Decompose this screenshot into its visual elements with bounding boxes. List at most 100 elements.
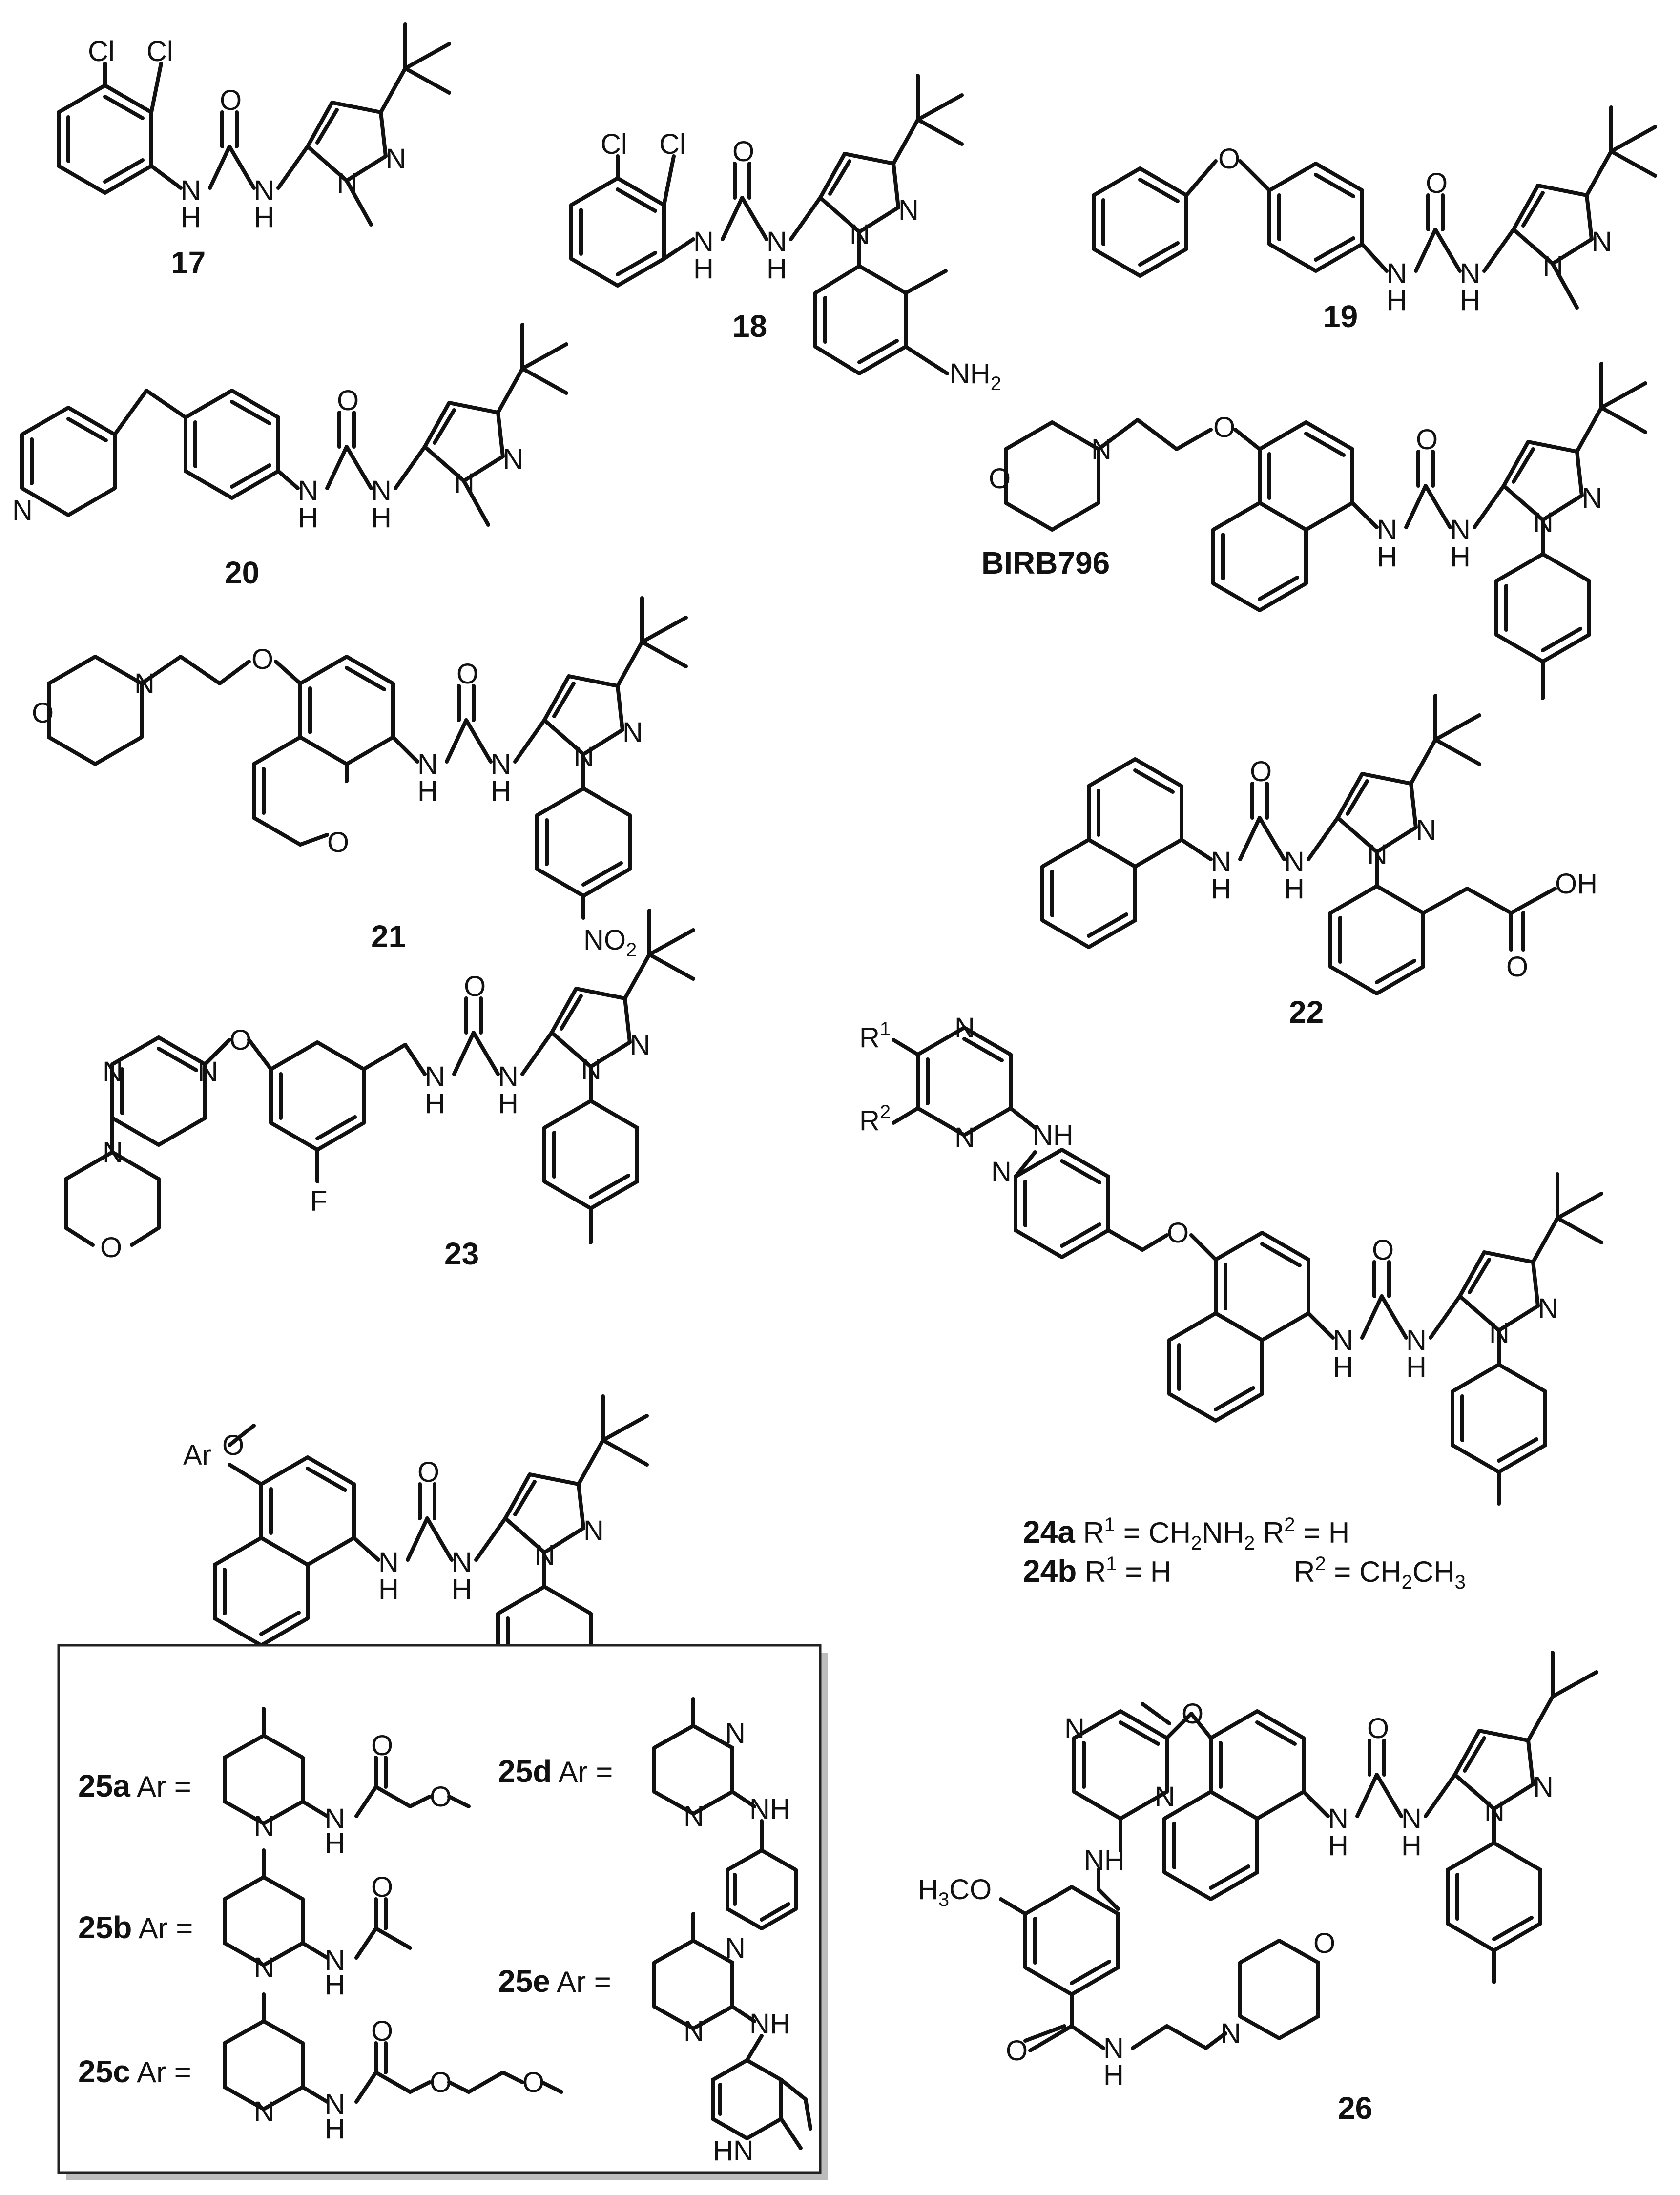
oxygen-label: O xyxy=(229,1024,251,1056)
oxygen-label: O xyxy=(1313,1927,1335,1959)
nitrogen-label: N xyxy=(954,1012,975,1044)
label-25c: 25c Ar = xyxy=(78,2054,191,2089)
oxygen-label: O xyxy=(989,463,1011,495)
nitrogen-label: N xyxy=(325,1803,345,1835)
nitrogen-label: N xyxy=(378,1547,399,1578)
nitrogen-label: N xyxy=(1592,226,1612,258)
oxygen-label: O xyxy=(220,84,242,116)
nitrogen-label: N xyxy=(1450,514,1471,546)
nitrogen-label: N xyxy=(452,1547,472,1578)
nitrogen-label: N xyxy=(1377,514,1397,546)
hydrogen-label: H xyxy=(1401,1830,1422,1862)
nitrogen-label: N xyxy=(498,1061,519,1093)
nitrogen-label: N xyxy=(491,748,511,780)
nitrogen-label: N xyxy=(103,1137,123,1168)
oxygen-label: O xyxy=(1218,143,1240,175)
nitrogen-label: N xyxy=(298,475,318,507)
hydrogen-label: H xyxy=(1460,285,1480,316)
hydrogen-label: H xyxy=(425,1088,445,1119)
compound-label: 26 xyxy=(1338,2091,1372,2126)
hydrogen-label: H xyxy=(325,1969,345,2001)
compound-22: N H O N H N N OH O 22 xyxy=(1040,694,1597,1030)
nitrogen-label: N xyxy=(1155,1781,1175,1813)
oxygen-label: O xyxy=(1416,424,1438,456)
hydrogen-label: H xyxy=(498,1088,519,1119)
compound-label: 20 xyxy=(225,555,259,590)
amine-label: NH xyxy=(749,1793,790,1825)
compound-20: N N H O N H N N 20 xyxy=(12,323,568,590)
hydrogen-label: H xyxy=(325,2113,345,2145)
nitrogen-label: N xyxy=(503,443,523,475)
nitrogen-label: N xyxy=(1221,2018,1241,2050)
oxygen-label: O xyxy=(327,827,349,858)
oxygen-label: O xyxy=(222,1429,244,1461)
oxygen-label: O xyxy=(1372,1234,1394,1266)
amine-label: NH xyxy=(1084,1844,1125,1876)
hydrogen-label: H xyxy=(452,1574,472,1605)
methoxy-label: H3CO xyxy=(918,1874,992,1910)
nitrogen-label: N xyxy=(630,1029,650,1061)
ar-substituent-box: 25a Ar = N N H O O 25b Ar = N N H O 25c … xyxy=(57,1644,828,2180)
compound-26: N N O NH N H O N H N N H3CO O N H N O 26 xyxy=(918,1651,1598,2126)
oxygen-label: O xyxy=(371,1871,393,1903)
amine-label: NH2 xyxy=(950,358,1001,394)
oxygen-label: O xyxy=(1167,1217,1189,1249)
compound-24a-substituents: 24a R1 = CH2NH2 R2 = H xyxy=(1023,1514,1349,1554)
nitrogen-label: N xyxy=(1416,814,1436,846)
oxygen-label: O xyxy=(337,385,359,416)
hydrogen-label: H xyxy=(1377,541,1397,573)
compound-label: 21 xyxy=(371,919,406,954)
nitrogen-label: N xyxy=(1328,1803,1348,1835)
amine-label: NH xyxy=(1033,1119,1074,1151)
nitrogen-label: N xyxy=(684,2015,704,2047)
compound-label: 19 xyxy=(1323,299,1358,334)
oxygen-label: O xyxy=(1506,951,1528,983)
nitrogen-label: N xyxy=(725,1932,746,1964)
hydrogen-label: H xyxy=(378,1574,399,1605)
nitrogen-label: N xyxy=(1211,846,1231,878)
nitrogen-label: N xyxy=(991,1156,1012,1188)
nitrogen-label: N xyxy=(198,1056,218,1088)
compound-label: 23 xyxy=(444,1236,479,1271)
compound-24b-r2: R2 = CH2CH3 xyxy=(1294,1553,1466,1593)
nitrogen-label: N xyxy=(254,1952,274,1984)
nitrogen-label: N xyxy=(386,143,406,175)
nitrogen-label: N xyxy=(1460,258,1480,290)
nitro-label: NO2 xyxy=(583,924,637,961)
nitrogen-label: N xyxy=(1284,846,1305,878)
oxygen-label: O xyxy=(456,658,478,690)
compound-23: N N N O O F N H O N H N N 23 xyxy=(64,909,695,1271)
hydrogen-label: H xyxy=(1284,873,1305,905)
nitrogen-label: N xyxy=(1367,839,1388,870)
chlorine-label: Cl xyxy=(146,36,173,67)
nitrogen-label: N xyxy=(1533,1771,1554,1803)
nitrogen-label: N xyxy=(425,1061,445,1093)
label-25d: 25d Ar = xyxy=(498,1754,613,1789)
hydrogen-label: H xyxy=(325,1827,345,1859)
hydrogen-label: H xyxy=(1450,541,1471,573)
hydrogen-label: H xyxy=(1211,873,1231,905)
nitrogen-label: N xyxy=(417,748,438,780)
nitrogen-label: N xyxy=(337,167,357,199)
nitrogen-label: N xyxy=(454,468,475,499)
nitrogen-label: N xyxy=(767,226,787,258)
chlorine-label: Cl xyxy=(88,36,115,67)
nitrogen-label: N xyxy=(12,495,33,526)
hydrogen-label: H xyxy=(491,775,511,807)
nitrogen-label: N xyxy=(1538,1293,1558,1325)
nitrogen-label: N xyxy=(954,1122,975,1154)
oxygen-label: O xyxy=(430,1781,452,1813)
nitrogen-label: N xyxy=(325,1945,345,1976)
hydrogen-label: H xyxy=(1387,285,1407,316)
compound-birb796: O N O N H O N H N N BIRB796 xyxy=(981,362,1647,700)
nitrogen-label: N xyxy=(1401,1803,1422,1835)
oxygen-label: O xyxy=(100,1232,122,1263)
compound-24b-substituents: 24b R1 = H xyxy=(1023,1553,1171,1589)
nitrogen-label: N xyxy=(622,717,643,748)
oxygen-label: O xyxy=(522,2067,544,2098)
compound-18: Cl Cl N H O N H N N NH2 18 xyxy=(569,74,1001,394)
compound-21: O N O O N H O N H N N NO2 21 xyxy=(32,596,688,961)
hydrogen-label: H xyxy=(1406,1351,1427,1383)
nitrogen-label: N xyxy=(1533,507,1554,538)
oxygen-label: O xyxy=(1426,167,1448,199)
